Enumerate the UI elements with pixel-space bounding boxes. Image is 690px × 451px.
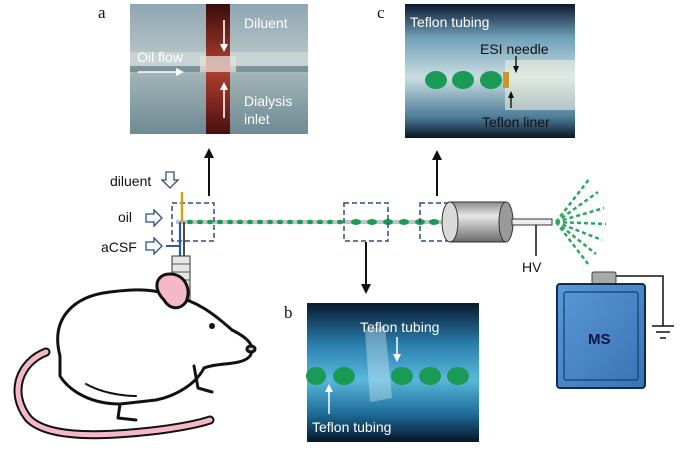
panel-a: a Oil flow Diluent Dialysis inlet (98, 3, 308, 134)
mouse-eye (209, 323, 215, 329)
panel-a-dialysis-label: Dialysis (244, 93, 292, 109)
panel-a-inlet-arrowhead (220, 82, 228, 90)
panel-a-diluent-arrowhead (220, 44, 228, 52)
panel-c-droplet (480, 71, 502, 89)
panel-c-needle-arrowhead (513, 66, 519, 73)
detail-box-c (419, 202, 465, 242)
panel-b-letter: b (284, 303, 293, 322)
panel-a-junction (200, 56, 236, 72)
panel-b-droplet (306, 367, 326, 385)
panel-b-fiber-overlap (365, 326, 392, 402)
panel-c-droplet (452, 71, 474, 89)
detail-boxes (171, 202, 465, 242)
spray-plume (555, 177, 607, 265)
panel-a-diluent-label: Diluent (244, 15, 288, 31)
panel-b-droplet (447, 367, 469, 385)
arrow-to-panel-b-head (361, 284, 371, 294)
panel-b-top-label: Teflon tubing (360, 319, 439, 335)
oil-label: oil (118, 209, 132, 225)
esi-needle (511, 218, 553, 226)
panel-c-letter: c (377, 3, 385, 22)
connector-arrows (204, 148, 442, 294)
ms-connector (591, 271, 617, 285)
panel-b-top-arrowhead (393, 354, 401, 362)
mass-spectrometer: MS (556, 271, 674, 389)
mouse-body (56, 288, 254, 406)
panel-b: b Teflon tubing Teflon tubing (284, 303, 479, 442)
ms-panel (563, 291, 639, 381)
arrow-to-panel-a-head (204, 148, 214, 158)
esi-emitter: HV (441, 177, 607, 275)
detail-box-b (343, 202, 389, 242)
main-tubing (176, 219, 452, 225)
panel-a-oil-arrowhead (176, 68, 184, 76)
detail-box-a (171, 202, 215, 242)
mouse-nose (245, 344, 257, 354)
droplet-train (187, 219, 439, 225)
diluent-label: diluent (110, 173, 151, 189)
panel-c-liner-arrowhead (508, 91, 514, 98)
panel-c-needle-tip (503, 72, 509, 88)
panel-c-liner-label: Teflon liner (482, 114, 550, 130)
panel-b-droplet (333, 367, 355, 385)
panel-c-tubing-label: Teflon tubing (410, 14, 489, 30)
mouse-front-leg (192, 364, 214, 394)
emitter-face (441, 201, 459, 243)
hv-label: HV (522, 259, 542, 275)
panel-c-droplet (425, 71, 447, 89)
mouse-illustration (13, 272, 257, 440)
arrow-to-panel-c-head (432, 150, 442, 160)
panel-c-needle-label: ESI needle (480, 41, 549, 57)
mouse-tail-fill (15, 349, 213, 438)
emitter-body (449, 201, 507, 243)
oil-arrow-icon (145, 208, 163, 228)
mouse-ear (155, 272, 190, 310)
acsf-label: aCSF (101, 239, 137, 255)
panel-a-letter: a (98, 3, 106, 22)
panel-b-droplet (391, 367, 413, 385)
panel-a-inlet-label: inlet (244, 111, 270, 127)
acsf-arrow-icon (145, 236, 163, 256)
ms-body (556, 283, 646, 389)
panel-b-bottom-label: Teflon tubing (312, 419, 391, 435)
ms-label: MS (588, 331, 611, 348)
mouse-hip (85, 383, 137, 397)
diluent-arrow-icon (160, 171, 180, 189)
panel-a-oil-flow-label: Oil flow (137, 49, 184, 65)
panel-b-droplet (419, 367, 441, 385)
panel-b-bottom-arrowhead (325, 384, 333, 392)
emitter-back (498, 201, 514, 243)
panel-c: c Teflon tubing ESI needle Teflon liner (377, 3, 575, 138)
mouse-back-leg (116, 402, 138, 422)
